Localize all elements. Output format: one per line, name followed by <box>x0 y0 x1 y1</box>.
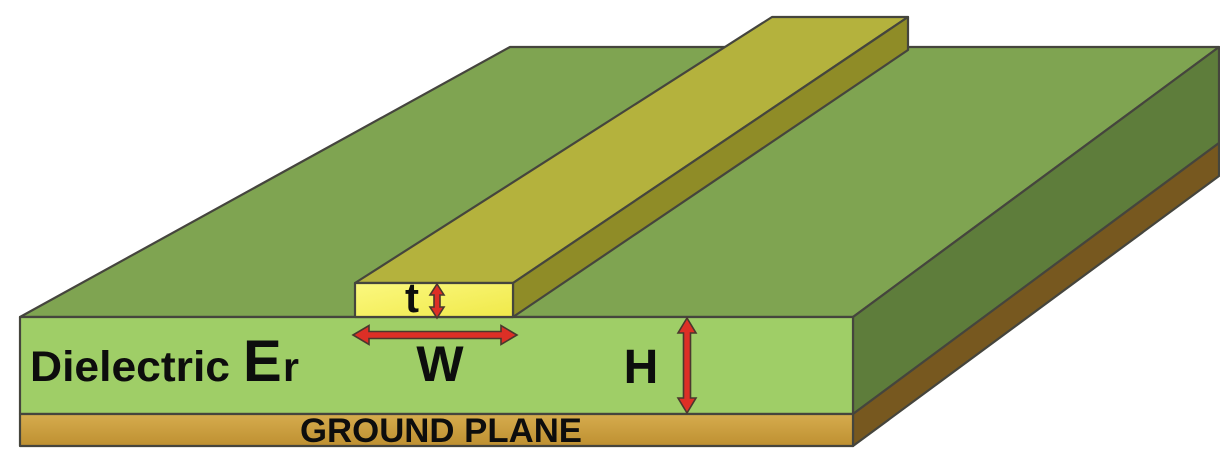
ground-plane-label: GROUND PLANE <box>300 412 582 450</box>
thickness-label: t <box>405 274 419 321</box>
thickness-double-arrow-icon <box>428 282 446 320</box>
ground-plane-front-face <box>18 412 855 448</box>
height-label: H <box>624 341 659 394</box>
dielectric-label: Dielectric <box>30 343 230 391</box>
width-double-arrow-icon <box>351 324 519 346</box>
permittivity-subscript: r <box>283 344 299 390</box>
width-label: W <box>416 336 464 392</box>
permittivity-symbol: E <box>243 329 282 394</box>
height-double-arrow-icon <box>676 316 698 415</box>
